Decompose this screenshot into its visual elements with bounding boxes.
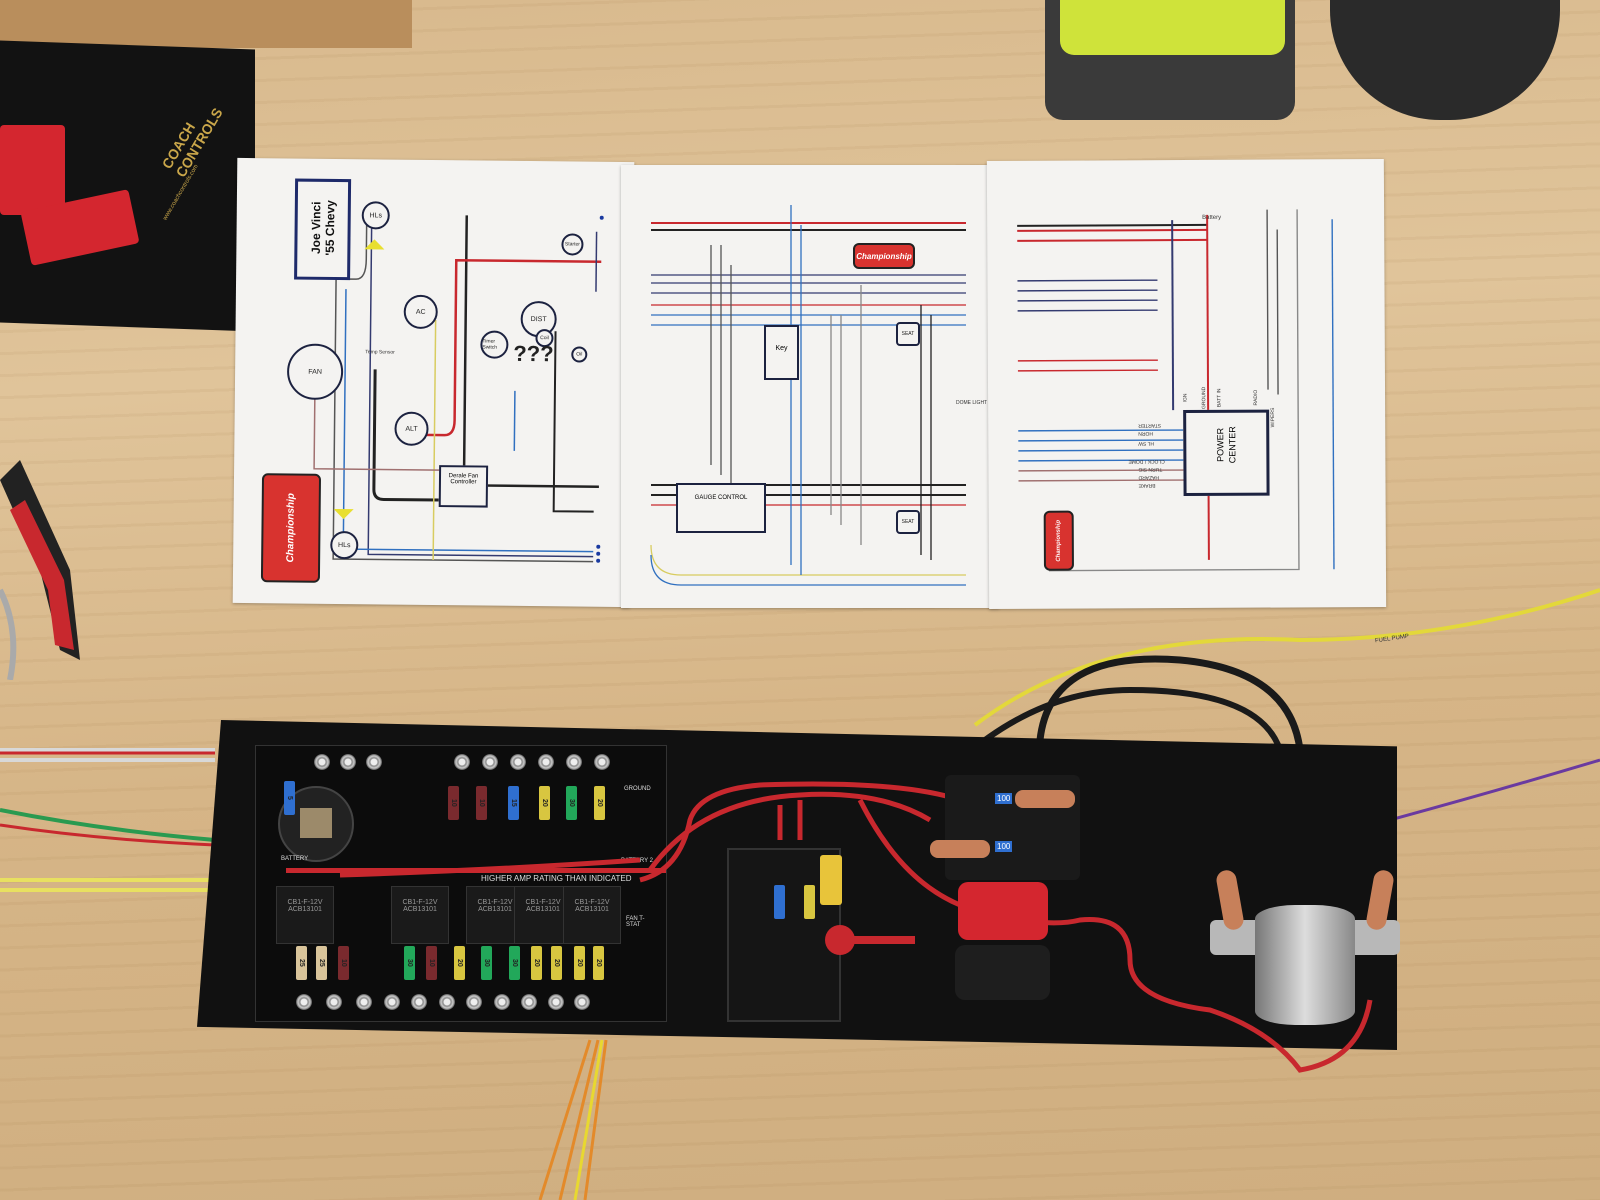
terminal-stud — [494, 994, 510, 1010]
fuse[interactable]: 10 — [448, 786, 459, 820]
terminal-stud — [466, 994, 482, 1010]
fuse[interactable]: 20 — [593, 946, 604, 980]
warning-text: HIGHER AMP RATING THAN INDICATED — [481, 874, 632, 883]
fuse — [774, 885, 785, 919]
fuse — [804, 885, 815, 919]
cardboard-box — [0, 0, 412, 48]
relay: CB1-F-12V ACB13101 — [514, 886, 572, 944]
terminal-stud — [482, 754, 498, 770]
ground-label: GROUND — [624, 786, 651, 792]
fuse[interactable]: 20 — [531, 946, 542, 980]
wiring-diagram-sheet-3: Battery POWER CENTER STARTER HORN HL SW … — [986, 158, 1387, 610]
terminal-stud — [326, 994, 342, 1010]
fuse-relay-panel: HIGHER AMP RATING THAN INDICATED BATTERY… — [255, 745, 667, 1022]
relay: CB1-F-12V ACB13101 — [391, 886, 449, 944]
inline-fuse-tag — [820, 855, 842, 905]
fuse[interactable]: 25 — [296, 946, 307, 980]
seat-bottom: SEAT — [896, 510, 920, 534]
championship-logo: Championship — [853, 243, 915, 269]
fuse[interactable]: 30 — [481, 946, 492, 980]
fuse[interactable]: 20 — [454, 946, 465, 980]
terminal-stud — [521, 994, 537, 1010]
fuse[interactable]: 10 — [426, 946, 437, 980]
terminal-stud — [548, 994, 564, 1010]
fuse[interactable]: 30 — [566, 786, 577, 820]
wiring-diagram-sheet-2: Championship Key GAUGE CONTROL SEAT SEAT… — [621, 165, 999, 608]
battery-label: BATTERY — [281, 856, 309, 862]
relay: CB1-F-12V ACB13101 — [276, 886, 334, 944]
terminal-stud — [594, 754, 610, 770]
terminal-stud — [366, 754, 382, 770]
post-label: 100 — [995, 841, 1013, 852]
terminal-stud — [411, 994, 427, 1010]
fuse[interactable]: 5 — [284, 781, 295, 815]
fuse[interactable]: 20 — [574, 946, 585, 980]
terminal-stud — [510, 754, 526, 770]
wiring-diagram-sheet-1: Joe Vinci '55 Chevy HLs FAN AC ALT DIST … — [232, 157, 635, 608]
terminal-stud — [356, 994, 372, 1010]
fuse[interactable]: 10 — [338, 946, 349, 980]
terminal-stud — [296, 994, 312, 1010]
gauge-control-box: GAUGE CONTROL — [676, 483, 766, 533]
terminal-stud — [454, 754, 470, 770]
dome-light-label: DOME LIGHT — [956, 400, 988, 406]
fuse[interactable]: 30 — [509, 946, 520, 980]
power-distribution-post: 100 100 — [930, 775, 1080, 880]
key-switch-box: Key — [764, 325, 799, 380]
seat-top: SEAT — [896, 322, 920, 346]
fuse[interactable]: 30 — [404, 946, 415, 980]
terminal-stud — [340, 754, 356, 770]
pliers — [0, 460, 80, 680]
terminal-stud — [538, 754, 554, 770]
terminal-stud — [314, 754, 330, 770]
terminal-stud — [439, 994, 455, 1010]
battery-charger — [1045, 0, 1295, 120]
black-terminal-cover — [955, 945, 1050, 1000]
red-terminal-cover — [958, 882, 1048, 940]
fuse[interactable]: 20 — [539, 786, 550, 820]
terminal-stud — [566, 754, 582, 770]
fuse[interactable]: 10 — [476, 786, 487, 820]
fan-tstat-label: FAN T-STAT — [626, 916, 645, 928]
fuse[interactable]: 20 — [594, 786, 605, 820]
starter-solenoid — [1210, 868, 1400, 1030]
red-clamp — [0, 125, 65, 215]
fuse[interactable]: 15 — [508, 786, 519, 820]
fuse[interactable]: 25 — [316, 946, 327, 980]
post-label: 100 — [995, 793, 1013, 804]
relay: CB1-F-12V ACB13101 — [563, 886, 621, 944]
terminal-stud — [384, 994, 400, 1010]
terminal-stud — [574, 994, 590, 1010]
fuse[interactable]: 20 — [551, 946, 562, 980]
